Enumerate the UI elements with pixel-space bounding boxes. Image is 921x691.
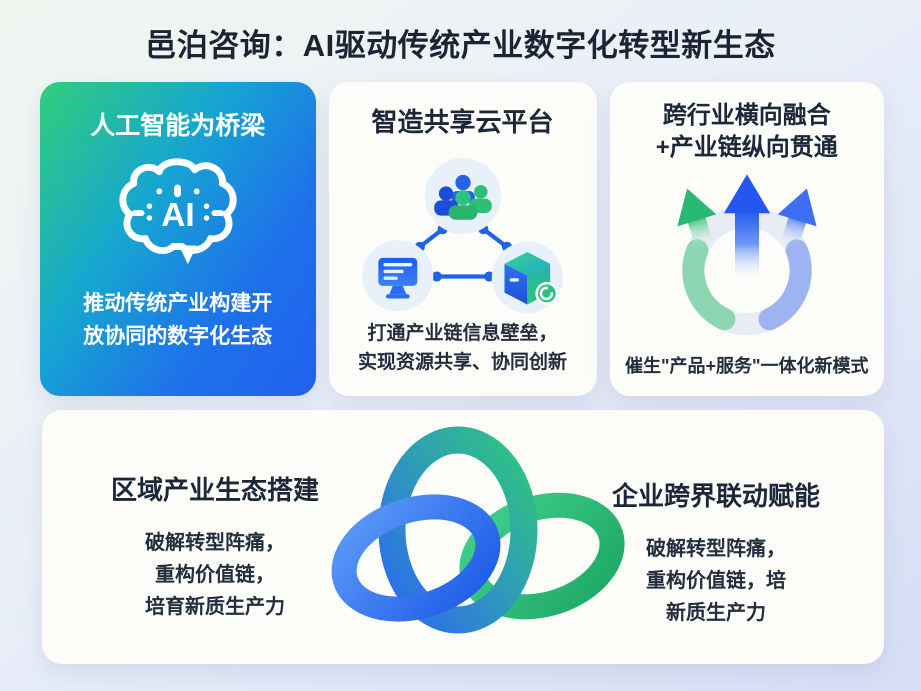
body-line: 放协同的数字化生态 bbox=[83, 324, 273, 348]
top-cards-row: 人工智能为桥梁 AI 推动传统产业构建开 放协同的数字化生态 bbox=[40, 82, 884, 396]
body-line: 新质生产力 bbox=[666, 602, 766, 624]
ai-brain-icon: AI bbox=[119, 158, 237, 265]
body-line: 实现资源共享、协同创新 bbox=[357, 351, 567, 373]
card-ai-body: 推动传统产业构建开 放协同的数字化生态 bbox=[83, 288, 272, 353]
ecosystem-left-title: 区域产业生态搭建 bbox=[110, 475, 319, 505]
left-green-arrow bbox=[677, 188, 717, 248]
card-fusion-body: 催生"产品+服务"一体化新模式 bbox=[624, 356, 869, 376]
body-line: 打通产业链信息壁垒， bbox=[367, 323, 558, 344]
body-line: 推动传统产业构建开 bbox=[83, 292, 273, 315]
title-line: 跨行业横向融合 bbox=[662, 102, 831, 129]
people-monitor-package-network-icon bbox=[361, 158, 563, 313]
card-cloud-body: 打通产业链信息壁垒， 实现资源共享、协同创新 bbox=[358, 320, 567, 377]
body-line: 破解转型阵痛， bbox=[646, 538, 786, 560]
right-blue-arrow bbox=[777, 188, 817, 248]
card-fusion-title: 跨行业横向融合 +产业链纵向贯通 bbox=[656, 100, 838, 165]
center-blue-arrow bbox=[723, 174, 770, 278]
connector-dots bbox=[414, 224, 512, 282]
card-ecosystem: 区域产业生态搭建 破解转型阵痛， 重构价值链， 培育新质生产力 bbox=[42, 410, 884, 664]
body-line: 重构价值链，培 bbox=[646, 570, 786, 592]
circular-triple-arrows-icon bbox=[677, 174, 817, 336]
ai-icon-label: AI bbox=[161, 197, 194, 234]
body-line: 培育新质生产力 bbox=[145, 596, 285, 618]
page-title: 邑泊咨询：AI驱动传统产业数字化转型新生态 bbox=[145, 28, 776, 63]
people-group-icon bbox=[433, 174, 492, 220]
card-cross-industry: 跨行业横向融合 +产业链纵向贯通 bbox=[609, 82, 884, 396]
ecosystem-left-body: 破解转型阵痛， 重构价值链， 培育新质生产力 bbox=[65, 527, 365, 623]
ecosystem-right-body: 破解转型阵痛， 重构价值链，培 新质生产力 bbox=[586, 533, 846, 629]
body-line: 重构价值链， bbox=[155, 564, 275, 586]
card-ai-bridge: 人工智能为桥梁 AI 推动传统产业构建开 放协同的数字化生态 bbox=[40, 82, 316, 396]
card-cloud-title: 智造共享云平台 bbox=[371, 107, 554, 137]
ecosystem-right-title: 企业跨界联动赋能 bbox=[611, 481, 820, 511]
card-cloud-platform: 智造共享云平台 bbox=[328, 82, 597, 396]
body-line: 破解转型阵痛， bbox=[145, 532, 285, 554]
monitor-icon bbox=[377, 257, 417, 299]
title-line: +产业链纵向贯通 bbox=[655, 134, 838, 162]
interlocked-rings-icon bbox=[320, 418, 630, 658]
card-ai-title: 人工智能为桥梁 bbox=[90, 112, 266, 140]
ecosystem-left-block: 区域产业生态搭建 破解转型阵痛， 重构价值链， 培育新质生产力 bbox=[65, 470, 365, 643]
package-icon bbox=[503, 251, 558, 305]
ecosystem-right-block: 企业跨界联动赋能 破解转型阵痛， 重构价值链，培 新质生产力 bbox=[586, 476, 846, 649]
